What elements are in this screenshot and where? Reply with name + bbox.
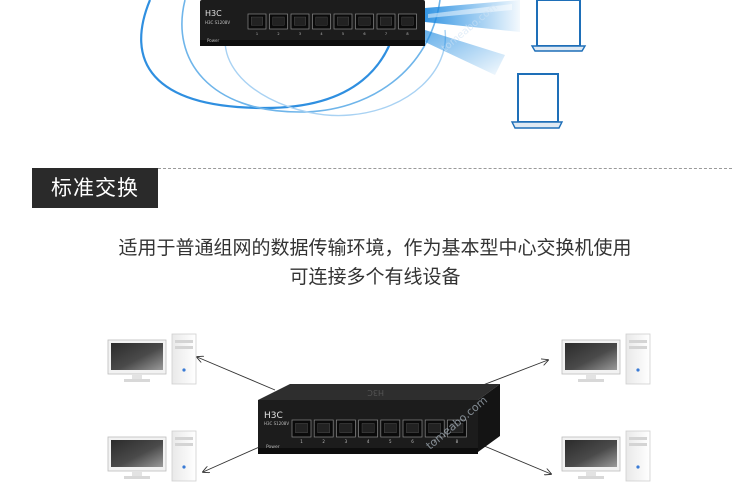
ethernet-port-jack	[294, 16, 306, 26]
ethernet-port-jack	[251, 16, 263, 26]
port-number: 5	[389, 439, 392, 444]
ethernet-port-jack	[337, 16, 349, 26]
section-header: 标准交换	[32, 168, 732, 208]
hero-port-row: 1 2 3 4 5 6 7 8	[247, 13, 417, 36]
ethernet-port-jack	[428, 423, 441, 433]
port-number: 8	[456, 439, 459, 444]
ethernet-port-jack	[272, 16, 285, 26]
port-number: 7	[433, 439, 436, 444]
port-number: 6	[363, 32, 365, 36]
switch-top-logo: H3C	[367, 388, 384, 397]
ethernet-port-jack	[339, 423, 353, 433]
arrow-top-left	[197, 357, 276, 391]
port-number: 1	[256, 32, 258, 36]
signal-rings	[140, 0, 447, 117]
port-number: 2	[277, 32, 279, 36]
ring-inner	[224, 29, 447, 117]
hero-switch-brand: H3C	[205, 9, 222, 18]
hero-switch-model: H3C S1208V	[205, 20, 230, 25]
desktop-computer-icon	[107, 333, 197, 385]
section-divider	[158, 168, 732, 169]
ethernet-port-jack	[295, 423, 308, 433]
hero-switch: H3C H3C S1208V Power 1 2 3 4 5 6 7 8	[200, 0, 425, 46]
port-number: 4	[367, 439, 370, 444]
port-number: 7	[385, 32, 387, 36]
power-label: Power	[266, 444, 280, 450]
port-number: 1	[300, 439, 303, 444]
desktop-computer-icon	[561, 333, 651, 385]
port-number: 3	[345, 439, 348, 444]
ethernet-port-jack	[401, 16, 414, 26]
ethernet-port-jack	[450, 423, 464, 433]
description-line-1: 适用于普通组网的数据传输环境，作为基本型中心交换机使用	[118, 237, 632, 259]
switch-brand: H3C	[264, 411, 283, 421]
port-number: 3	[299, 32, 301, 36]
hero-power-label: Power	[207, 38, 219, 43]
port-number: 5	[342, 32, 344, 36]
ethernet-port-jack	[317, 423, 330, 433]
ethernet-port-jack	[406, 423, 419, 433]
ethernet-port-jack	[384, 423, 397, 433]
desktop-computer-icon	[561, 430, 651, 482]
laptop-icon	[510, 73, 564, 129]
description-line-2: 可连接多个有线设备	[289, 266, 461, 288]
ethernet-port-jack	[358, 16, 371, 26]
port-number: 2	[322, 439, 325, 444]
desktop-computer-icon	[107, 430, 197, 482]
ethernet-port-jack	[380, 16, 392, 26]
laptop-icon	[530, 0, 587, 52]
switch-port-row: 1 2 3 4 5 6 7 8	[291, 419, 467, 444]
port-number: 8	[406, 32, 408, 36]
port-number: 6	[411, 439, 414, 444]
ring-outer	[140, 0, 402, 110]
switch-model: H3C S1208V	[264, 421, 289, 426]
ring-middle	[181, 0, 441, 113]
ethernet-port-jack	[361, 423, 375, 433]
port-number: 4	[320, 32, 323, 36]
center-switch: H3C H3C H3C S1208V Power 1 2 3 4 5 6 7 8	[258, 384, 500, 454]
ethernet-port-jack	[315, 16, 328, 26]
wireless-beams	[425, 0, 520, 75]
section-title: 标准交换	[32, 168, 158, 208]
